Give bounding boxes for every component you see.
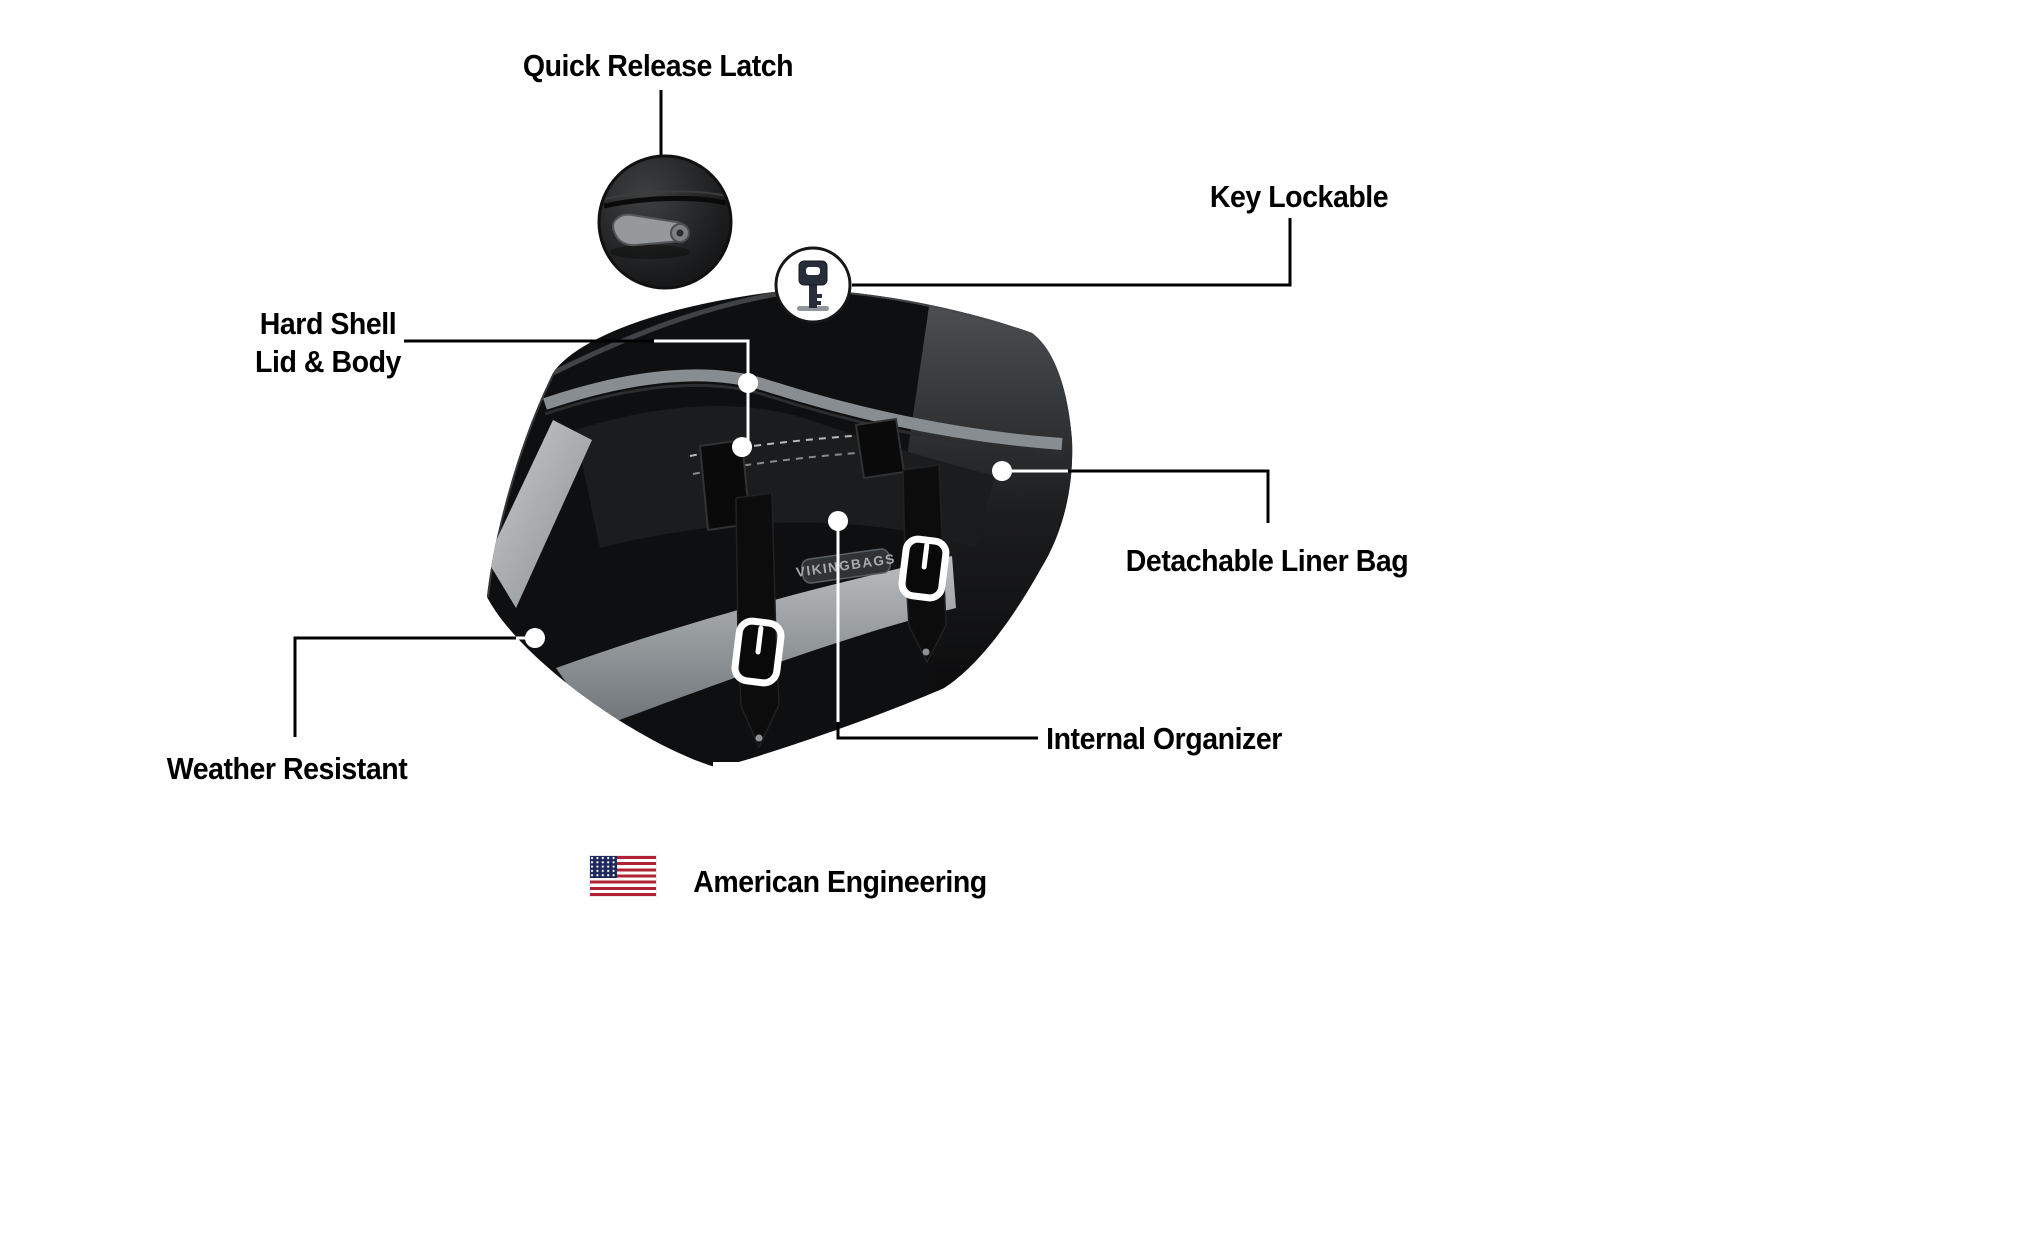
bag-left-rim: [487, 372, 555, 598]
callout-line-liner-black: [1068, 469, 1270, 523]
strap-rivet-left: [755, 734, 763, 742]
anchor-dot-weather-resistant: [525, 628, 545, 648]
callout-line-key-lockable: [852, 218, 1292, 287]
bottom-white-mask: [713, 762, 957, 824]
anchor-dot-liner-bag: [992, 461, 1012, 481]
us-flag-icon: [590, 856, 656, 896]
buckle-right: [898, 535, 950, 602]
anchor-dot-hard-shell-lid: [738, 373, 758, 393]
label-hard-shell-lid-body: Hard Shell Lid & Body: [255, 305, 401, 381]
label-weather-resistant: Weather Resistant: [166, 751, 408, 786]
lid-seam-shadow: [544, 383, 1063, 456]
label-key-lockable: Key Lockable: [1209, 179, 1389, 214]
strap-left: [731, 492, 785, 749]
key-base: [797, 306, 829, 311]
label-hard-shell-line2: Lid & Body: [255, 344, 401, 379]
label-quick-release-latch: Quick Release Latch: [522, 48, 794, 83]
label-detachable-liner-bag: Detachable Liner Bag: [1125, 543, 1409, 578]
anchor-dots: [525, 373, 1012, 648]
key-icon: [774, 246, 852, 324]
callout-line-weather-black: [293, 636, 516, 737]
strap-right: [898, 464, 950, 664]
callout-line-organizer-black: [836, 722, 1038, 740]
saddlebag-body: VIKINGBAGS: [487, 289, 1073, 824]
buckle-left: [731, 617, 785, 687]
left-reflection-streak: [487, 420, 592, 608]
label-internal-organizer: Internal Organizer: [1046, 721, 1282, 756]
callout-line-hard-shell-white: [654, 339, 750, 447]
anchor-dot-hard-shell-body: [732, 437, 752, 457]
us-flag-canton: [590, 856, 617, 878]
strap-rivet-right: [922, 648, 930, 656]
callout-lines: [293, 90, 1292, 740]
anchor-dot-internal-organizer: [828, 511, 848, 531]
front-panel: [575, 406, 995, 548]
label-hard-shell-line1: Hard Shell: [259, 306, 397, 341]
strap-slot-right: [854, 417, 906, 480]
quick-release-latch-photo-icon: [597, 154, 733, 290]
lid-seam-stripe: [543, 369, 1063, 450]
label-american-engineering: American Engineering: [693, 864, 987, 899]
